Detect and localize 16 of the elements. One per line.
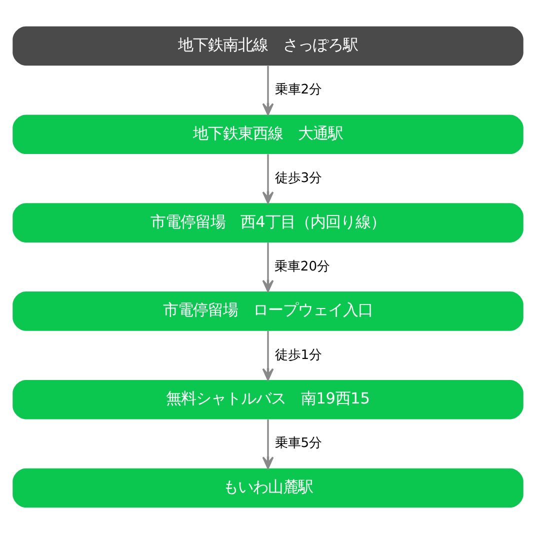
edge-label: 徒歩1分 bbox=[274, 348, 322, 363]
node-box: 地下鉄東西線 大通駅 bbox=[12, 114, 524, 154]
arrow bbox=[262, 419, 274, 470]
node-box: 地下鉄南北線 さっぽろ駅 bbox=[12, 26, 524, 66]
node-box: 市電停留場 ロープウェイ入口 bbox=[12, 292, 524, 331]
edge-label: 乗車2分 bbox=[274, 82, 322, 98]
edge-label: 乗車5分 bbox=[274, 436, 322, 452]
arrow bbox=[262, 242, 274, 292]
arrow bbox=[262, 331, 274, 381]
node-box: 市電停留場 西4丁目（内回り線） bbox=[12, 203, 524, 242]
node-box: 無料シャトルバス 南19西15 bbox=[12, 380, 524, 420]
arrow bbox=[262, 154, 274, 204]
edge-label: 乗車20分 bbox=[274, 259, 330, 274]
arrow bbox=[262, 66, 274, 116]
edge-label: 徒歩3分 bbox=[274, 170, 322, 186]
node-box: もいわ山麓駅 bbox=[12, 468, 524, 508]
